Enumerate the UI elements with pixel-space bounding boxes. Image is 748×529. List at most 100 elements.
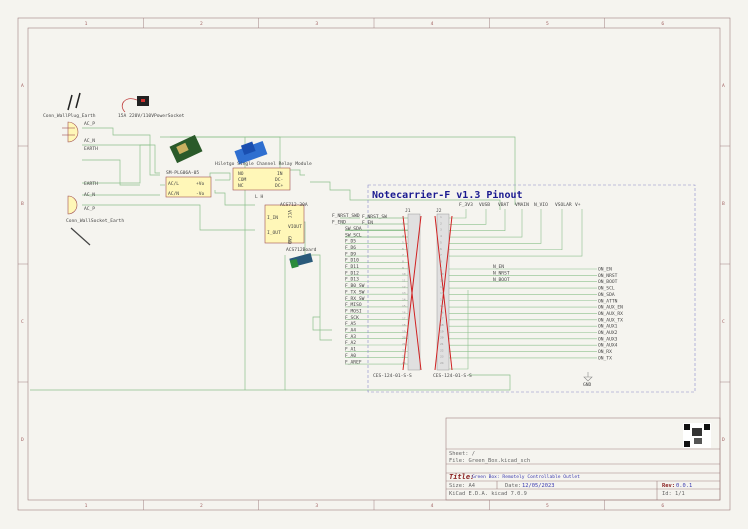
pin-label-f-mosi: F_MOSI bbox=[345, 308, 362, 314]
wire bbox=[449, 209, 506, 231]
power-socket-image bbox=[121, 96, 149, 113]
net-label-n-en: N_EN bbox=[493, 264, 504, 270]
acs712-pin-iout: I_OUT bbox=[267, 230, 281, 236]
frame-row-label: C bbox=[21, 319, 24, 325]
j2-pin-number: 4 bbox=[440, 234, 442, 238]
net-label-on-rx: ON_RX bbox=[598, 349, 612, 355]
j2-pin-number: 15 bbox=[440, 304, 444, 308]
net-label-on-aux4: ON_AUX4 bbox=[598, 343, 618, 349]
frame-column-label: 6 bbox=[661, 21, 664, 27]
j1-pin-number: 22 bbox=[402, 348, 406, 352]
j2-pin-number: 21 bbox=[440, 342, 444, 346]
acs712-pin-gnd: GND bbox=[286, 236, 292, 245]
frame-row-label: D bbox=[21, 437, 24, 443]
title-value: Green Box: Remotely Controllable Outlet bbox=[472, 474, 580, 480]
power-socket-name: 15A 220V/110VPowerSocket bbox=[118, 113, 185, 119]
j2-pin-number: 9 bbox=[440, 266, 442, 270]
j1-pin-number: 6 bbox=[402, 247, 404, 251]
size-label: Size: A4 bbox=[449, 483, 475, 489]
wall-plug-pin-1: AC_P bbox=[84, 121, 95, 127]
j2-pin-number: 23 bbox=[440, 355, 444, 359]
j2-part: CES-124-01-S-S bbox=[433, 373, 472, 379]
net-label-on-aux3: ON_AUX3 bbox=[598, 336, 618, 342]
relay-symbol[interactable] bbox=[232, 167, 291, 191]
j1-pin-number: 2 bbox=[402, 221, 404, 225]
net-label-n-nrst: N_NRST bbox=[493, 271, 510, 277]
wall-socket-image bbox=[70, 227, 91, 246]
pin-label-f-a1: F_A1 bbox=[345, 347, 356, 353]
j1-pin-number: 21 bbox=[402, 342, 406, 346]
pin-label-f-aref: F_AREF bbox=[345, 359, 362, 365]
kicad-version: KiCad E.D.A. kicad 7.0.9 bbox=[449, 491, 527, 497]
wire bbox=[449, 209, 583, 257]
wall-socket-name: Conn_WallSocket_Earth bbox=[66, 218, 124, 224]
sheet-id: Id: 1/1 bbox=[662, 491, 685, 497]
wire bbox=[449, 209, 487, 225]
acs712-pin-viout: VIOUT bbox=[288, 224, 302, 230]
frame-column-label: 2 bbox=[200, 21, 203, 27]
relay-jumper: L H bbox=[255, 194, 264, 200]
pin-label-f-d13: F_D13 bbox=[345, 277, 359, 283]
pin-label-sw-sda: SW_SDA bbox=[345, 226, 362, 232]
relay-pin-dcminus: DC- bbox=[275, 177, 283, 183]
title-label: Title: bbox=[449, 473, 474, 481]
net-label-on-aux-rx: ON_AUX_RX bbox=[598, 311, 623, 317]
wire bbox=[449, 290, 469, 370]
power-label-vmain: VMAIN bbox=[515, 202, 529, 208]
j1-pin-number: 7 bbox=[402, 253, 404, 257]
pin-label-f-b0-sw: F_B0_SW bbox=[345, 283, 365, 289]
rev-value: 0.0.1 bbox=[676, 483, 692, 489]
net-label-on-aux1: ON_AUX1 bbox=[598, 324, 618, 330]
j1-pin-number: 3 bbox=[402, 228, 404, 232]
pin-label-f-miso: F_MISO bbox=[345, 302, 362, 308]
net-label-on-sda: ON_SDA bbox=[598, 292, 615, 298]
wall-plug-symbol[interactable] bbox=[62, 121, 79, 143]
wire bbox=[449, 209, 542, 244]
acs712-footprint: ACS712Board bbox=[286, 247, 317, 253]
acs712-symbol[interactable] bbox=[264, 204, 305, 244]
wall-plug-pin-3: EARTH bbox=[84, 146, 98, 152]
j1-pin-number: 12 bbox=[402, 285, 406, 289]
wall-socket-pin-1: AC_P bbox=[84, 206, 95, 212]
j1-ref: J1 bbox=[405, 208, 411, 214]
psu-pin-vo-minus: -Vo bbox=[196, 191, 205, 197]
pin-label-f-nrst-swd: F_NRST_SWD bbox=[332, 213, 360, 219]
acs712-pin-vcc: VCC bbox=[286, 210, 292, 219]
j1-pin-number: 8 bbox=[402, 259, 404, 263]
wall-socket-pin-2: AC_N bbox=[84, 192, 95, 198]
power-label-v-: V+ bbox=[575, 202, 581, 208]
power-label-vsolar: VSOLAR bbox=[555, 202, 572, 208]
wall-socket-pin-3: EARTH bbox=[84, 181, 98, 187]
frame-column-label: 3 bbox=[315, 21, 318, 27]
sheet-label: Sheet: / bbox=[449, 451, 475, 457]
j2-pin-number: 22 bbox=[440, 348, 444, 352]
j1-pin-number: 16 bbox=[402, 310, 406, 314]
psu-pin-vo-plus: +Vo bbox=[196, 181, 205, 187]
wire bbox=[449, 209, 467, 219]
wall-socket-symbol[interactable] bbox=[67, 195, 78, 215]
relay-image bbox=[234, 140, 268, 165]
j2-pin-number: 13 bbox=[440, 291, 444, 295]
drawing-frame bbox=[17, 17, 731, 511]
j1-pin-number: 13 bbox=[402, 291, 406, 295]
gnd-label: GND bbox=[583, 382, 592, 388]
power-label-n-vio: N_VIO bbox=[534, 202, 548, 208]
j1-pin-number: 17 bbox=[402, 317, 406, 321]
j1-pin-number: 20 bbox=[402, 336, 406, 340]
j2-pin-number: 20 bbox=[440, 336, 444, 340]
net-label-on-nrst: ON_NRST bbox=[598, 273, 618, 279]
net-label-on-aux-tx: ON_AUX_TX bbox=[598, 317, 623, 323]
frame-column-label: 5 bbox=[546, 503, 549, 509]
j1-pin-number: 1 bbox=[402, 215, 404, 219]
rev-label: Rev: bbox=[662, 483, 675, 489]
relay-pin-dcplus: DC+ bbox=[275, 183, 284, 189]
j2-pin-number: 14 bbox=[440, 298, 444, 302]
frame-row-label: D bbox=[722, 437, 725, 443]
pin-label-f-a5: F_A5 bbox=[345, 321, 356, 327]
psu-symbol[interactable] bbox=[165, 176, 212, 198]
pin-label-f-a0: F_A0 bbox=[345, 353, 356, 359]
frame-column-label: 4 bbox=[431, 503, 434, 509]
wall-plug-image bbox=[67, 92, 81, 111]
j1-pin-number: 4 bbox=[402, 234, 404, 238]
